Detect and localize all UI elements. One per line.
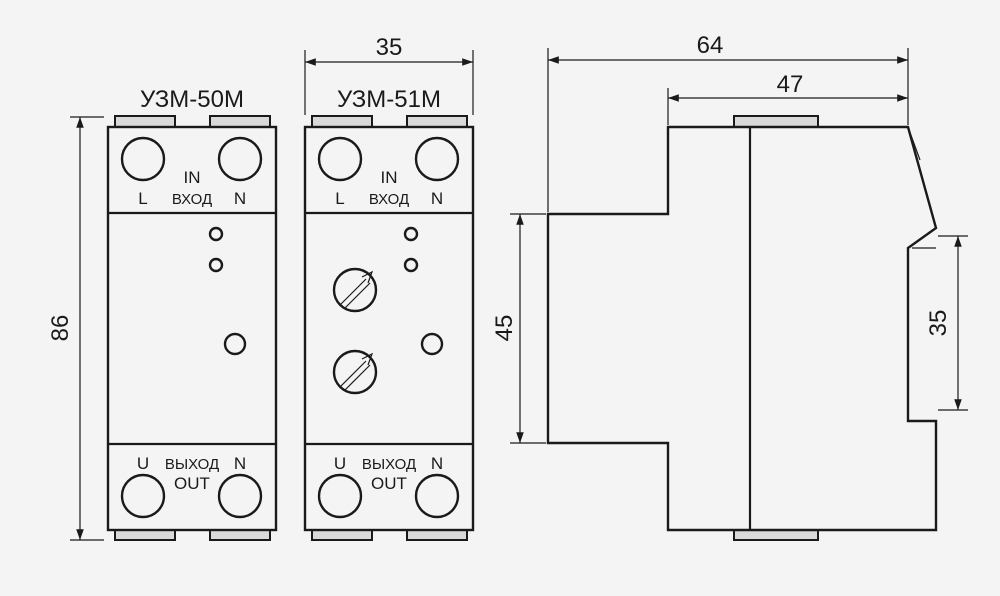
dim-depth-partial: 47 bbox=[777, 71, 804, 98]
device-body bbox=[303, 125, 475, 532]
led-indicator bbox=[208, 257, 224, 273]
in-label-ru: ВХОД bbox=[172, 191, 212, 208]
led-indicator bbox=[208, 226, 224, 242]
terminal-screw-n-out bbox=[414, 473, 460, 519]
model-label-left: УЗМ-50М bbox=[140, 86, 244, 113]
device-uzm-50m: IN ВХОД L N ВЫХОД OUT U N УЗМ-50М bbox=[106, 86, 278, 541]
terminal-label-u: U bbox=[137, 454, 149, 473]
device-body bbox=[106, 125, 278, 532]
dim-height-total: 86 bbox=[47, 315, 74, 342]
terminal-screw-n-out bbox=[217, 473, 263, 519]
out-label: OUT bbox=[371, 474, 407, 493]
in-label-ru: ВХОД bbox=[369, 191, 409, 208]
adjustment-knob-icon bbox=[332, 349, 378, 395]
dimensions: 86 35 64 47 45 35 bbox=[47, 32, 968, 541]
terminal-label-n: N bbox=[234, 189, 246, 208]
dim-width-front: 35 bbox=[376, 34, 403, 61]
test-button bbox=[223, 332, 247, 356]
side-view bbox=[546, 115, 938, 541]
terminal-screw-l bbox=[317, 136, 363, 182]
adjustment-knob-icon bbox=[332, 267, 378, 313]
led-indicator bbox=[403, 226, 419, 242]
in-label: IN bbox=[184, 168, 201, 187]
terminal-label-l: L bbox=[335, 189, 344, 208]
led-indicator bbox=[403, 257, 419, 273]
terminal-screw-n bbox=[217, 136, 263, 182]
dim-depth-total: 64 bbox=[697, 32, 724, 59]
terminal-label-n: N bbox=[431, 189, 443, 208]
terminal-label-n-out: N bbox=[234, 454, 246, 473]
model-label-right: УЗМ-51М bbox=[337, 86, 441, 113]
terminal-screw-u bbox=[120, 473, 166, 519]
terminal-screw-l bbox=[120, 136, 166, 182]
out-label: OUT bbox=[174, 474, 210, 493]
device-uzm-51m: IN ВХОД L N ВЫХОД OUT U N УЗМ-51М bbox=[303, 86, 475, 541]
terminal-label-u: U bbox=[334, 454, 346, 473]
terminal-screw-n bbox=[414, 136, 460, 182]
out-label-ru: ВЫХОД bbox=[165, 456, 219, 473]
terminal-label-n-out: N bbox=[431, 454, 443, 473]
dim-din-height: 45 bbox=[491, 315, 518, 342]
dim-rail-width: 35 bbox=[925, 310, 952, 337]
in-label: IN bbox=[381, 168, 398, 187]
terminal-label-l: L bbox=[138, 189, 147, 208]
terminal-screw-u bbox=[317, 473, 363, 519]
out-label-ru: ВЫХОД bbox=[362, 456, 416, 473]
test-button bbox=[420, 332, 444, 356]
side-profile bbox=[546, 125, 938, 532]
